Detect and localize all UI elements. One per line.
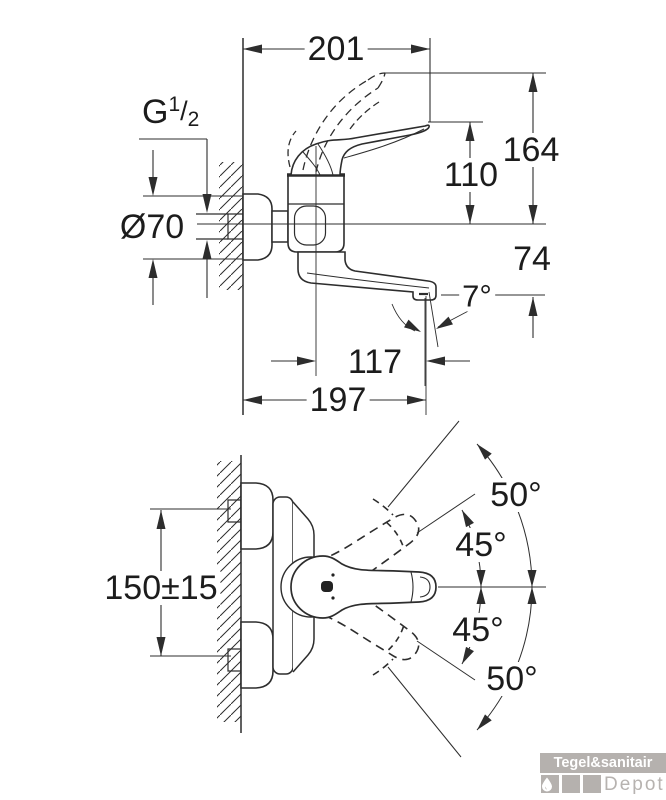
- dim-110-label: 110: [440, 158, 502, 192]
- angle-45-bottom-label: 45°: [449, 613, 507, 647]
- dim-197-label: 197: [306, 383, 370, 417]
- tegel-sanitair-logo: Tegel&sanitair Depot: [540, 753, 666, 795]
- droplet-icon: [542, 777, 552, 792]
- leader-45-top: [416, 493, 476, 534]
- dim-7deg-label: 7°: [459, 280, 495, 312]
- leader-50-top: [387, 420, 460, 508]
- logo-square-2: [562, 775, 580, 793]
- side-view-dimensions: [139, 38, 546, 415]
- plan-view-arrowheads: [156, 444, 537, 730]
- dim-diameter-label: Ø70: [116, 210, 188, 244]
- angle-50-bottom-label: 50°: [483, 662, 541, 696]
- wall-flange: [242, 193, 273, 261]
- body-inner-detail: [293, 205, 327, 246]
- connector: [271, 210, 289, 243]
- dim-117-label: 117: [344, 345, 406, 379]
- lever-handle: [290, 124, 430, 176]
- thread-size-label: G1/2: [139, 93, 203, 131]
- dim-164-label: 164: [499, 133, 563, 167]
- swing-limit-dash-top: [372, 498, 394, 516]
- logo-brand-bar: Tegel&sanitair: [540, 753, 666, 773]
- wall-hatch-plan: [217, 461, 241, 722]
- lever-dot-bottom: [331, 596, 335, 600]
- dim-150-ext: [150, 508, 231, 657]
- lever-inner-lines: [302, 128, 425, 176]
- lever-tip-detail: [410, 571, 431, 603]
- thread-g: G: [142, 93, 169, 131]
- dim-74-label: 74: [510, 242, 554, 276]
- thread-sup: 1: [168, 93, 181, 116]
- thread-sub: 2: [187, 108, 200, 131]
- temp-indicator: [321, 581, 333, 592]
- arc-50-bottom: [476, 586, 533, 731]
- lever-dashed-down: [317, 576, 420, 661]
- logo-square-droplet: [541, 775, 559, 793]
- flange-bottom: [240, 621, 274, 689]
- g-half-leader: [139, 138, 208, 298]
- logo-bottom-row: Depot: [540, 774, 666, 795]
- leader-50-bottom: [387, 666, 462, 758]
- wall-hatch: [219, 162, 243, 290]
- thread-slash: /: [180, 96, 188, 126]
- leader-45-bottom: [416, 640, 476, 681]
- spout-inner-line: [306, 272, 430, 289]
- spout: [297, 251, 437, 301]
- dim-150-label: 150±15: [101, 571, 221, 605]
- lever-dashed-up: [317, 513, 420, 598]
- logo-depot-text: Depot: [604, 774, 665, 795]
- angle-45-top-label: 45°: [452, 528, 510, 562]
- flange-top: [240, 482, 274, 550]
- swing-limit-dash-bottom: [372, 658, 394, 676]
- supply-pipe: [196, 213, 228, 240]
- side-view-arrowheads: [148, 44, 538, 405]
- dim-o70-ext: [143, 195, 242, 260]
- plan-view: [217, 455, 437, 733]
- angle-7-tilted: [428, 291, 439, 348]
- logo-square-3: [583, 775, 601, 793]
- dim-201-label: 201: [304, 32, 368, 66]
- arc-50-top: [476, 443, 533, 588]
- angle-50-top-label: 50°: [487, 478, 545, 512]
- lever-dot-top: [331, 573, 335, 577]
- lever-plan-solid: [290, 555, 437, 619]
